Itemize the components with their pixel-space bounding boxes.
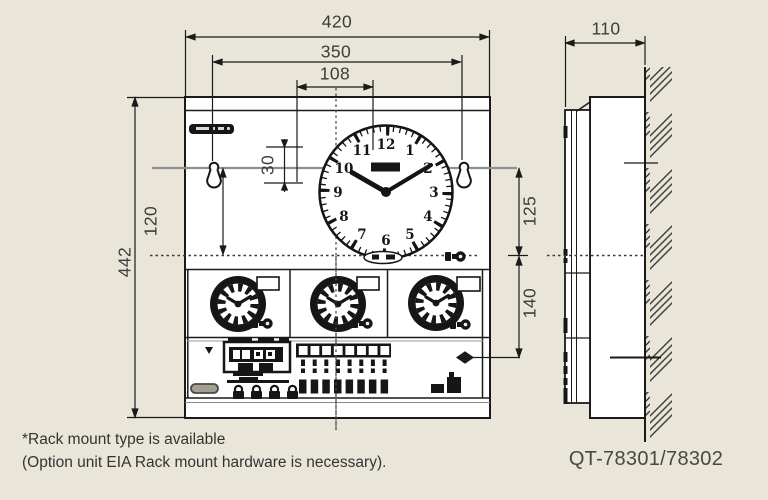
minute-hand	[384, 163, 433, 194]
switch-bank	[296, 343, 391, 394]
program-timer-unit	[222, 340, 292, 374]
front-panel-edge	[564, 109, 591, 404]
sub-clock-row	[210, 275, 481, 332]
dim-hole-drop-label: 30	[257, 154, 278, 176]
dim-hole-span-label: 350	[320, 41, 352, 62]
clock-numeral: 11	[353, 143, 372, 159]
keyhole-icon	[206, 161, 222, 189]
dim-front-height-label: 442	[114, 246, 135, 278]
clock-numeral: 10	[335, 161, 354, 177]
slot-opening	[190, 383, 219, 394]
footnote-line2: (Option unit EIA Rack mount hardware is …	[22, 454, 387, 472]
dim-center-span-label: 108	[319, 63, 351, 84]
dimension-lines	[127, 30, 646, 419]
leader-diamond	[455, 351, 475, 364]
clock-numeral: 4	[423, 209, 432, 225]
dim-right-lower-label: 140	[519, 287, 540, 319]
clock-numeral: 8	[339, 209, 348, 225]
dim-right-upper-label: 125	[519, 195, 540, 227]
clock-numeral: 7	[357, 227, 366, 243]
dim-front-width-label: 420	[321, 11, 353, 32]
clock-numeral: 1	[405, 143, 414, 159]
emblem-oval	[363, 250, 403, 265]
dim-left-upper-label: 120	[140, 205, 161, 237]
hour-hand	[349, 170, 389, 195]
dim-side-depth-label: 110	[591, 18, 621, 39]
clock-numeral: 6	[381, 233, 390, 249]
dial-logo-placard	[371, 162, 400, 172]
master-clock: 12 1 2 3 4 5 6 7 8 9 10 11	[318, 80, 454, 260]
label-window	[256, 276, 280, 291]
keyhole-icon	[456, 161, 472, 189]
marker-triangle-icon	[205, 347, 213, 354]
front-view: 12 1 2 3 4 5 6 7 8 9 10 11	[150, 80, 517, 430]
clock-numeral: 12	[377, 137, 396, 153]
control-panel	[190, 337, 461, 401]
seiko-logo-bar	[189, 124, 234, 134]
clock-numeral: 5	[405, 227, 414, 243]
wall-hatching	[646, 67, 672, 442]
label-window	[456, 276, 481, 292]
clock-numeral: 9	[333, 185, 342, 201]
clock-numeral: 3	[429, 185, 438, 201]
side-view	[547, 67, 672, 442]
footnote: *Rack mount type is available (Option un…	[22, 428, 386, 475]
footnote-line1: *Rack mount type is available	[22, 431, 226, 448]
model-number: QT-78301/78302	[568, 448, 724, 470]
label-window	[356, 276, 380, 291]
case-body	[589, 96, 646, 419]
